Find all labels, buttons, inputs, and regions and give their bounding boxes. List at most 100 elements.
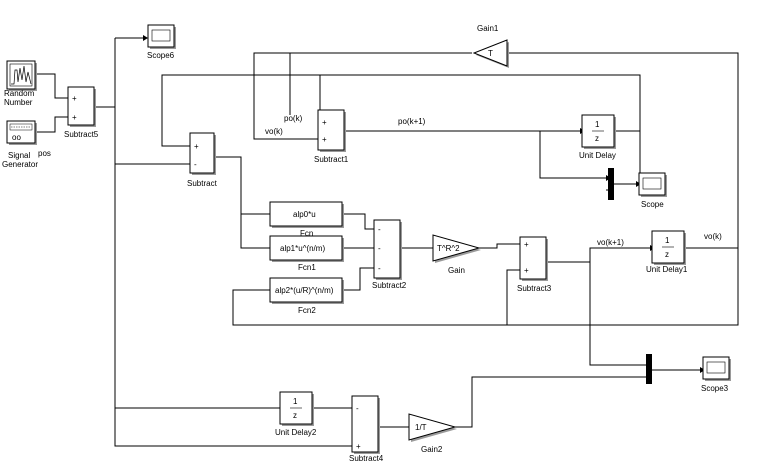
wire-pok1-to-scope-mux — [539, 131, 606, 179]
subtract1-sign-2: + — [322, 135, 327, 144]
arrow — [143, 35, 148, 41]
subtract2-sign-1: - — [378, 225, 381, 234]
gain-label: Gain — [448, 266, 465, 275]
unit-delay1-label: Unit Delay1 — [646, 265, 688, 274]
subtract2-sign-2: - — [378, 244, 381, 253]
pos-signal-label: pos — [38, 149, 51, 158]
random-signal-icon — [11, 65, 32, 85]
scope6-label: Scope6 — [147, 51, 175, 60]
po-k-signal-label: po(k) — [284, 114, 303, 123]
scope-block[interactable]: Scope — [638, 172, 667, 209]
fcn2-block[interactable]: alp2*(u/R)^(n/m) Fcn2 — [269, 277, 344, 315]
scope3-block[interactable]: Scope3 — [701, 356, 731, 393]
unit-delay-numerator: 1 — [595, 120, 600, 129]
gain-value: T^R^2 — [437, 244, 460, 253]
gain1-block[interactable]: T Gain1 — [472, 24, 509, 68]
gain2-label: Gain2 — [421, 445, 443, 454]
wire-vok-to-subtract3 — [506, 269, 520, 325]
subtract1-sign-1: + — [322, 118, 327, 127]
gain1-label: Gain1 — [477, 24, 499, 33]
wire-vok-to-gain1 — [507, 52, 739, 248]
scope-mux-bar[interactable] — [608, 168, 614, 200]
scope-screen-icon — [706, 361, 726, 374]
scope-screen-icon — [642, 177, 662, 190]
subtract3-sign-1: + — [524, 240, 529, 249]
unit-delay2-numerator: 1 — [293, 397, 298, 406]
gain2-block[interactable]: 1/T Gain2 — [408, 413, 457, 454]
vo-k-input-signal-label: vo(k) — [265, 127, 283, 136]
subtract-sign-1: + — [194, 142, 199, 151]
subtract4-sign-1: - — [356, 404, 359, 413]
subtract-label: Subtract — [187, 179, 218, 188]
subtract1-label: Subtract1 — [314, 155, 349, 164]
subtract3-label: Subtract3 — [517, 284, 552, 293]
unit-delay2-label: Unit Delay2 — [275, 428, 317, 437]
subtract5-label: Subtract5 — [64, 130, 99, 139]
signal-generator-block[interactable]: oo Signal Generator — [2, 120, 38, 169]
subtract-block[interactable]: + - Subtract — [187, 132, 218, 188]
random-number-label-2: Number — [4, 98, 33, 107]
wire-fcn-to-subtract2 — [343, 213, 374, 230]
fcn2-label: Fcn2 — [298, 306, 316, 315]
subtract4-block[interactable]: - + Subtract4 — [349, 395, 384, 463]
wire-vok1-to-scope3-mux — [589, 262, 646, 366]
wire-gain1-to-subtract1 — [253, 52, 472, 140]
scope6-block[interactable]: Scope6 — [147, 24, 176, 60]
subtract5-block[interactable]: + + Subtract5 — [64, 86, 99, 139]
unit-delay2-block[interactable]: 1 z Unit Delay2 — [275, 391, 317, 437]
wire-gain-to-subtract3 — [479, 243, 520, 249]
fcn1-expression: alp1*u^(n/m) — [280, 244, 325, 253]
wire-signalgen-to-subtract5 — [36, 116, 68, 133]
signal-lines — [36, 37, 739, 447]
po-k1-signal-label: po(k+1) — [398, 117, 426, 126]
scope3-label: Scope3 — [701, 384, 729, 393]
subtract3-sign-2: + — [524, 266, 529, 275]
wire-gain2-to-scope3-mux — [455, 376, 646, 428]
subtract2-block[interactable]: - - - Subtract2 — [372, 219, 407, 290]
subtract5-sign-2: + — [72, 113, 77, 122]
scope-label: Scope — [641, 200, 664, 209]
subtract5-sign-1: + — [72, 94, 77, 103]
fcn1-block[interactable]: alp1*u^(n/m) Fcn1 — [269, 235, 344, 272]
wire-pok-feedback — [161, 74, 641, 147]
gain2-value: 1/T — [415, 423, 427, 432]
fcn2-expression: alp2*(u/R)^(n/m) — [275, 286, 334, 295]
wire-pos-bus — [114, 38, 352, 447]
subtract2-label: Subtract2 — [372, 281, 407, 290]
fcn1-label: Fcn1 — [298, 263, 316, 272]
signal-generator-label-2: Generator — [2, 160, 38, 169]
unit-delay1-denominator: z — [665, 250, 669, 259]
subtract3-block[interactable]: + + Subtract3 — [517, 236, 552, 293]
subtract1-block[interactable]: + + Subtract1 — [314, 109, 349, 164]
wire-vok-feedback-fcn2 — [232, 248, 739, 326]
wire-fcn2-to-subtract2 — [343, 267, 374, 291]
random-number-block[interactable]: Random Number — [4, 60, 37, 107]
signal-generator-label: Signal — [8, 151, 30, 160]
wire-random-to-subtract5 — [36, 73, 68, 99]
subtract2-sign-3: - — [378, 264, 381, 273]
signal-generator-face: oo — [12, 133, 21, 142]
fcn-block[interactable]: alp0*u Fcn — [269, 201, 344, 238]
fcn-expression: alp0*u — [293, 210, 316, 219]
scope-screen-icon — [151, 29, 171, 42]
unit-delay1-block[interactable]: 1 z Unit Delay1 — [646, 230, 688, 274]
unit-delay-label: Unit Delay — [579, 151, 616, 160]
gain1-value: T — [488, 49, 493, 58]
unit-delay1-numerator: 1 — [665, 236, 670, 245]
wire-subtract-out — [215, 156, 270, 249]
subtract4-label: Subtract4 — [349, 454, 384, 463]
random-number-label: Random — [4, 89, 35, 98]
unit-delay2-denominator: z — [293, 411, 297, 420]
vo-k-output-signal-label: vo(k) — [704, 232, 722, 241]
subtract-sign-2: - — [194, 160, 197, 169]
scope3-mux-bar[interactable] — [646, 354, 652, 384]
vo-k1-signal-label: vo(k+1) — [597, 238, 624, 247]
subtract4-sign-2: + — [356, 442, 361, 451]
wire-subtract3-to-unitdelay1 — [546, 247, 650, 263]
unit-delay-block[interactable]: 1 z Unit Delay — [579, 114, 616, 160]
unit-delay-denominator: z — [595, 134, 599, 143]
gain-block[interactable]: T^R^2 Gain — [432, 234, 481, 275]
fcn-label: Fcn — [300, 229, 313, 238]
